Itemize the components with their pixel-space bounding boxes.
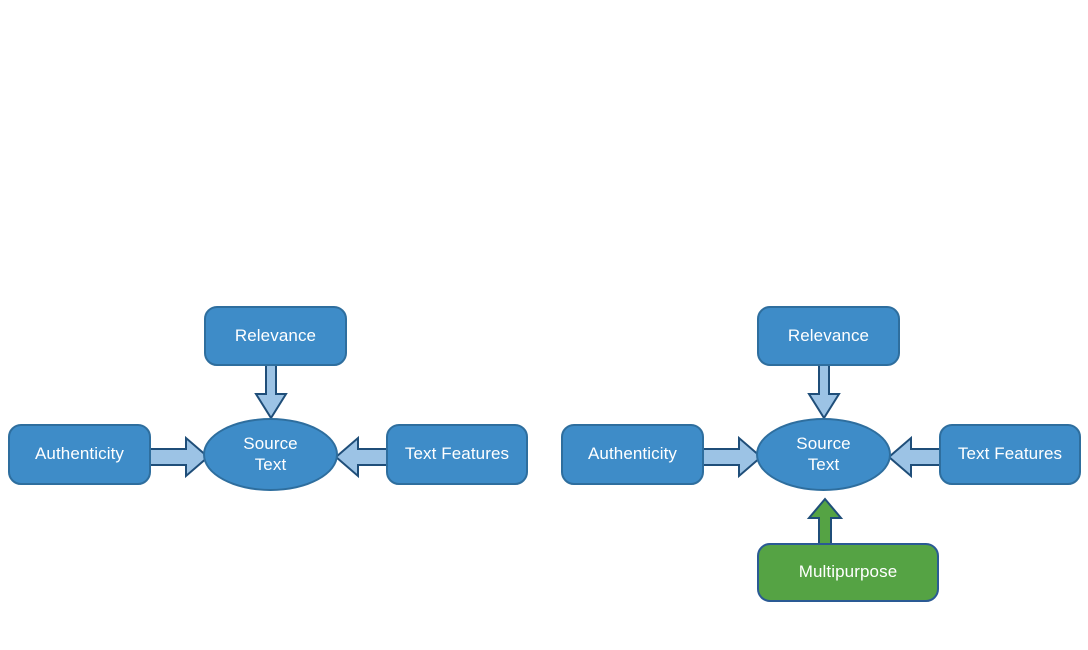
arrow-authenticity-to-source-left	[149, 435, 210, 479]
left-node-text-features[interactable]: Text Features	[386, 424, 528, 485]
left-node-authenticity[interactable]: Authenticity	[8, 424, 151, 485]
right-node-authenticity-label: Authenticity	[587, 444, 678, 464]
left-node-relevance-label: Relevance	[234, 325, 317, 345]
right-node-source-text[interactable]: Source Text	[756, 418, 891, 491]
right-node-source-text-label-line1: Source	[796, 434, 851, 454]
right-node-relevance-label: Relevance	[787, 325, 870, 345]
right-node-text-features[interactable]: Text Features	[939, 424, 1081, 485]
arrow-text-features-to-source-right	[887, 435, 948, 479]
arrow-relevance-to-source-left	[254, 359, 288, 420]
left-node-authenticity-label: Authenticity	[34, 444, 125, 464]
right-node-multipurpose-label: Multipurpose	[798, 562, 898, 582]
right-node-multipurpose[interactable]: Multipurpose	[757, 543, 939, 602]
left-node-source-text-label-line2: Text	[254, 454, 287, 474]
arrow-relevance-to-source-right	[807, 359, 841, 420]
left-node-relevance[interactable]: Relevance	[204, 306, 347, 366]
left-node-source-text[interactable]: Source Text	[203, 418, 338, 491]
arrow-text-features-to-source-left	[334, 435, 395, 479]
arrow-authenticity-to-source-right	[702, 435, 763, 479]
right-node-relevance[interactable]: Relevance	[757, 306, 900, 366]
left-node-text-features-label: Text Features	[404, 444, 510, 464]
right-node-authenticity[interactable]: Authenticity	[561, 424, 704, 485]
left-node-source-text-label-line1: Source	[243, 434, 298, 454]
right-node-source-text-label-line2: Text	[807, 454, 840, 474]
right-node-text-features-label: Text Features	[957, 444, 1063, 464]
